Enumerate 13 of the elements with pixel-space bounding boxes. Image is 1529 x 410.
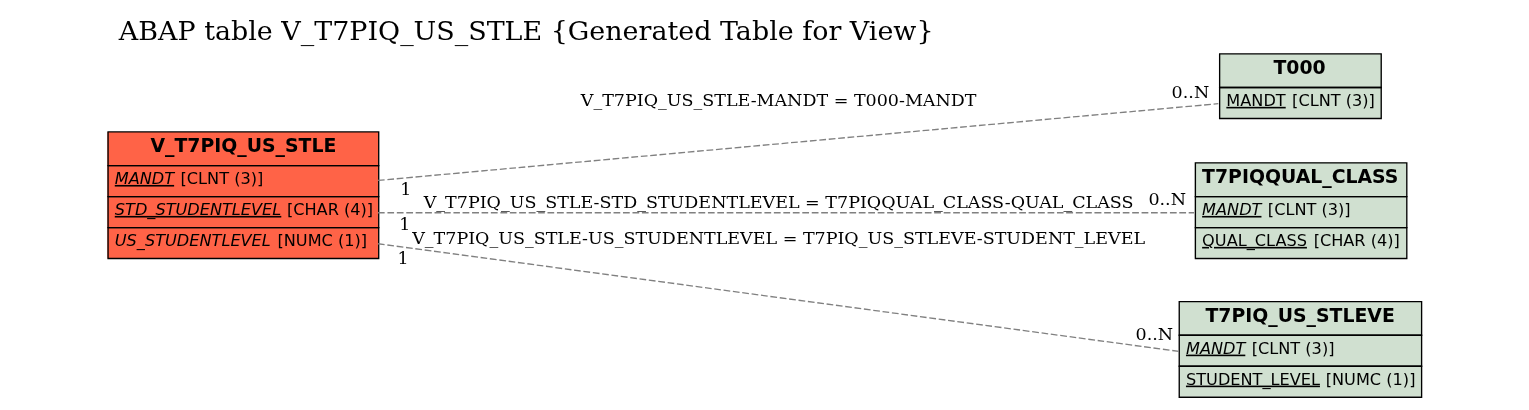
label: 0..N xyxy=(1171,82,1210,103)
label: 1 xyxy=(400,179,412,200)
label: 1 xyxy=(397,248,409,269)
edge-label: V_T7PIQ_US_STLE-MANDT = T000-MANDT xyxy=(580,89,977,110)
edge-label: V_T7PIQ_US_STLE-STD_STUDENTLEVEL = T7PIQQUAL_CLASS-QUAL_CLASS xyxy=(423,191,1134,212)
label: 0..N xyxy=(1135,324,1174,345)
diagram-title: ABAP table V_T7PIQ_US_STLE {Generated Table for View} xyxy=(118,15,934,47)
connector xyxy=(377,212,1195,214)
label: 0..N xyxy=(1148,188,1186,209)
connector xyxy=(377,103,1219,182)
label: 1 xyxy=(399,213,411,234)
connector xyxy=(377,243,1180,353)
edge-label: V_T7PIQ_US_STLE-US_STUDENTLEVEL = T7PIQ_US_STLEVE-STUDENT_LEVEL xyxy=(412,228,1146,249)
